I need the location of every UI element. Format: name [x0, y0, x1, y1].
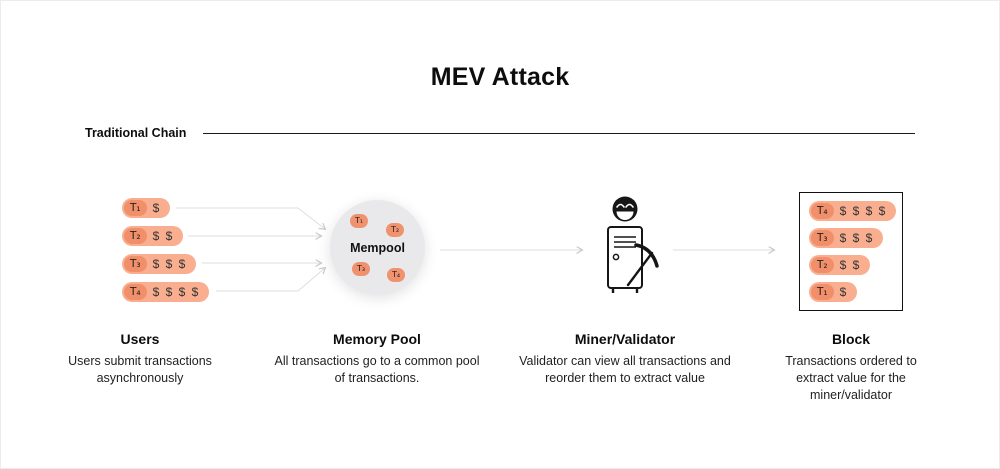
users-heading: Users [120, 331, 160, 347]
transaction-id-badge: T₂ [811, 256, 834, 274]
transaction-value: $ $ $ $ [152, 285, 200, 299]
computer-tower-icon [607, 226, 643, 293]
transaction-id-badge: T₁ [811, 283, 834, 301]
transaction-value: $ [152, 201, 161, 215]
transaction-pill: T₁ $ [122, 198, 170, 218]
transaction-value: $ $ [839, 258, 861, 272]
transaction-pill: T₄ $ $ $ $ [122, 282, 209, 302]
flow-arrow-t4 [216, 268, 325, 292]
section-label: Traditional Chain [85, 126, 187, 140]
transaction-pill: T₃ $ $ $ [809, 228, 883, 248]
miner-validator-icon [607, 196, 659, 293]
mempool-caption: All transactions go to a common pool of … [274, 354, 480, 385]
transaction-id-badge: T₂ [124, 227, 147, 245]
mempool-heading: Memory Pool [333, 331, 421, 347]
transaction-value: $ $ $ $ [839, 204, 887, 218]
block-caption: Transactions ordered to extract value fo… [785, 354, 917, 402]
transaction-id-badge: T₄ [811, 202, 834, 220]
transaction-pill: T₃ $ $ $ [122, 254, 196, 274]
users-transaction-list: T₁ $ T₂ $ $ T₃ $ $ $ T₄ $ $ $ $ [122, 198, 209, 302]
block-heading: Block [831, 331, 871, 347]
block-box: T₄ $ $ $ $ T₃ $ $ $ T₂ $ $ T₁ $ [799, 192, 903, 311]
smiley-icon [612, 196, 638, 222]
transaction-value: $ $ $ [839, 231, 874, 245]
transaction-pill: T₄ $ $ $ $ [809, 201, 896, 221]
mempool-transaction-badge: T₄ [387, 268, 406, 282]
mempool-label: Mempool [350, 241, 405, 255]
transaction-pill: T₂ $ $ [122, 226, 183, 246]
mempool-transaction-badge: T₂ [386, 223, 405, 237]
miner-caption: Validator can view all transactions and … [519, 354, 731, 385]
users-caption: Users submit transactions asynchronously [68, 354, 212, 385]
transaction-value: $ [839, 285, 848, 299]
mempool-transaction-badge: T₁ [350, 214, 369, 228]
page-title: MEV Attack [430, 63, 570, 91]
transaction-value: $ $ $ [152, 257, 187, 271]
miner-heading: Miner/Validator [574, 331, 676, 347]
transaction-pill: T₂ $ $ [809, 255, 870, 275]
pickaxe-icon [626, 243, 659, 287]
section-divider-line [203, 133, 915, 134]
transaction-value: $ $ [152, 229, 174, 243]
transaction-id-badge: T₄ [124, 283, 147, 301]
transaction-id-badge: T₃ [811, 229, 834, 247]
mempool-circle: T₁ T₂ T₃ T₄ Mempool [330, 200, 425, 295]
transaction-id-badge: T₃ [124, 255, 147, 273]
transaction-id-badge: T₁ [124, 199, 147, 217]
mempool-transaction-badge: T₃ [352, 262, 371, 276]
transaction-pill: T₁ $ [809, 282, 857, 302]
